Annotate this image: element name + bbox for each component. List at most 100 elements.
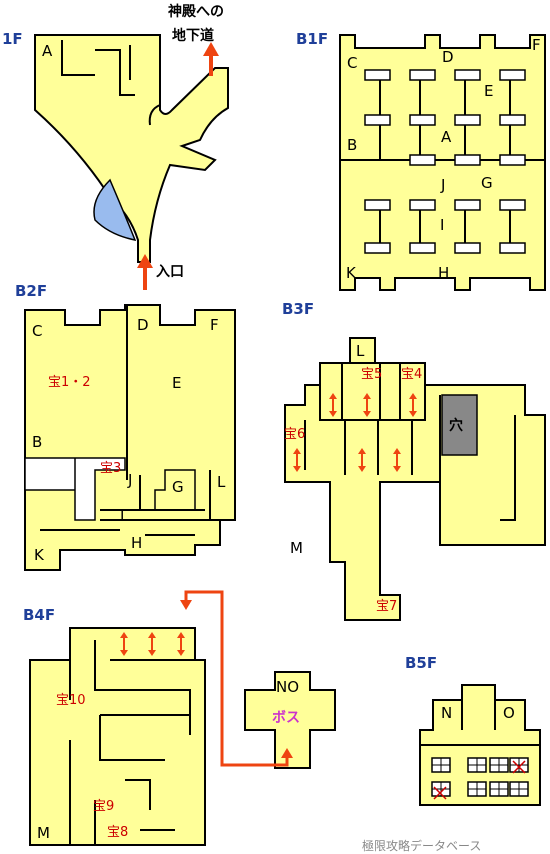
room-block (499, 242, 526, 254)
room-label: I (440, 216, 444, 234)
room-block (454, 69, 481, 81)
floor-b2f: B2F C D F E B J G L I K H 宝1・2 宝3 (15, 282, 236, 571)
room-label: E (484, 82, 493, 100)
exit-arrow-head (203, 42, 219, 56)
wall (319, 362, 426, 421)
room-block (364, 199, 391, 211)
wall (420, 700, 540, 746)
room-label: I (120, 506, 124, 524)
treasure-label: 宝4 (401, 367, 422, 382)
floor-b3f-area (284, 337, 546, 621)
floor-b1f-area (339, 34, 546, 291)
room-label: J (127, 471, 132, 489)
treasure-label: 宝8 (107, 825, 128, 840)
room-block (364, 69, 391, 81)
room-label: D (137, 316, 149, 334)
room-label: H (131, 534, 142, 552)
floor-label-b4f: B4F (23, 606, 55, 624)
floor-1f-area (34, 34, 229, 263)
floor-label-b2f: B2F (15, 282, 47, 300)
room-label: K (34, 546, 45, 564)
room-label: L (356, 342, 365, 360)
room-label: NO (276, 678, 299, 696)
exit-label: 神殿への (168, 3, 224, 20)
room-label: C (347, 54, 357, 72)
room-label: F (532, 36, 541, 54)
wall (344, 420, 413, 475)
room-block (499, 114, 526, 126)
floor-b4f-area (29, 627, 206, 846)
floor-label-b1f: B1F (296, 30, 328, 48)
room-label: E (172, 374, 181, 392)
treasure-label: 宝5 (361, 367, 382, 382)
room-label: M (290, 539, 303, 557)
wall (304, 395, 516, 521)
wall (148, 104, 161, 126)
stairs-arrows (120, 632, 185, 656)
room-block (454, 114, 481, 126)
boss-room (244, 671, 336, 769)
void-area (24, 457, 126, 521)
room-label: G (172, 478, 184, 496)
room-label: J (440, 176, 445, 194)
wall (40, 529, 195, 536)
floor-b1f: B1F C D F E A B J G I K H (296, 30, 546, 291)
room-block (454, 199, 481, 211)
boss-label: ボス (272, 710, 300, 726)
route-line (184, 590, 289, 767)
wall (100, 470, 225, 521)
room-label: N (441, 704, 452, 722)
exit-label: 地下道 (172, 27, 214, 44)
treasure-label: 宝7 (376, 599, 397, 614)
room-block (364, 114, 391, 126)
credit-text: 極限攻略データベース (362, 838, 481, 853)
wall (95, 49, 135, 96)
wall (379, 205, 511, 250)
room-block (409, 114, 436, 126)
room-label: B (347, 136, 357, 154)
room-block (499, 199, 526, 211)
treasure-label: 宝3 (100, 461, 121, 476)
room-block (364, 242, 391, 254)
room-label: O (503, 704, 515, 722)
room-block (499, 154, 526, 166)
room-label: G (481, 174, 493, 192)
treasure-label: 宝10 (56, 693, 86, 708)
floor-b3f: B3F 穴 L M 宝5 宝4 宝6 宝7 (282, 300, 546, 621)
room-label: M (37, 824, 50, 842)
floor-label-1f: 1F (2, 30, 23, 48)
wall (69, 640, 195, 845)
treasure-label: 宝6 (284, 427, 305, 442)
room-label: D (442, 48, 454, 66)
room-block (409, 154, 436, 166)
treasure-label: 宝9 (93, 799, 114, 814)
entrance-arrow-head (137, 254, 153, 268)
hole (441, 394, 478, 456)
floor-label-b5f: B5F (405, 654, 437, 672)
water-pool (93, 178, 137, 242)
room-block (409, 242, 436, 254)
route-arrow-head (180, 600, 192, 610)
room-block (499, 69, 526, 81)
room-label: F (210, 316, 219, 334)
room-label: K (346, 264, 357, 282)
room-label: A (441, 128, 452, 146)
route-arrow-head (281, 748, 293, 758)
room-label: C (32, 322, 42, 340)
wall (61, 40, 95, 76)
room-block (409, 199, 436, 211)
room-block (409, 69, 436, 81)
coffins (431, 757, 529, 800)
room-label: H (438, 264, 449, 282)
entrance-label: 入口 (156, 264, 184, 280)
floor-b4f: B4F NO ボス M 宝10 宝9 宝8 (23, 590, 336, 846)
room-label: B (32, 433, 42, 451)
room-block (454, 154, 481, 166)
treasure-label: 宝1・2 (48, 375, 91, 390)
floor-1f: 1F A 神殿への 地下道 入口 (2, 3, 229, 290)
hole-label: 穴 (449, 417, 463, 434)
room-label: L (217, 473, 226, 491)
stairs-arrows (293, 393, 417, 472)
floor-b5f: B5F N O (405, 654, 541, 806)
